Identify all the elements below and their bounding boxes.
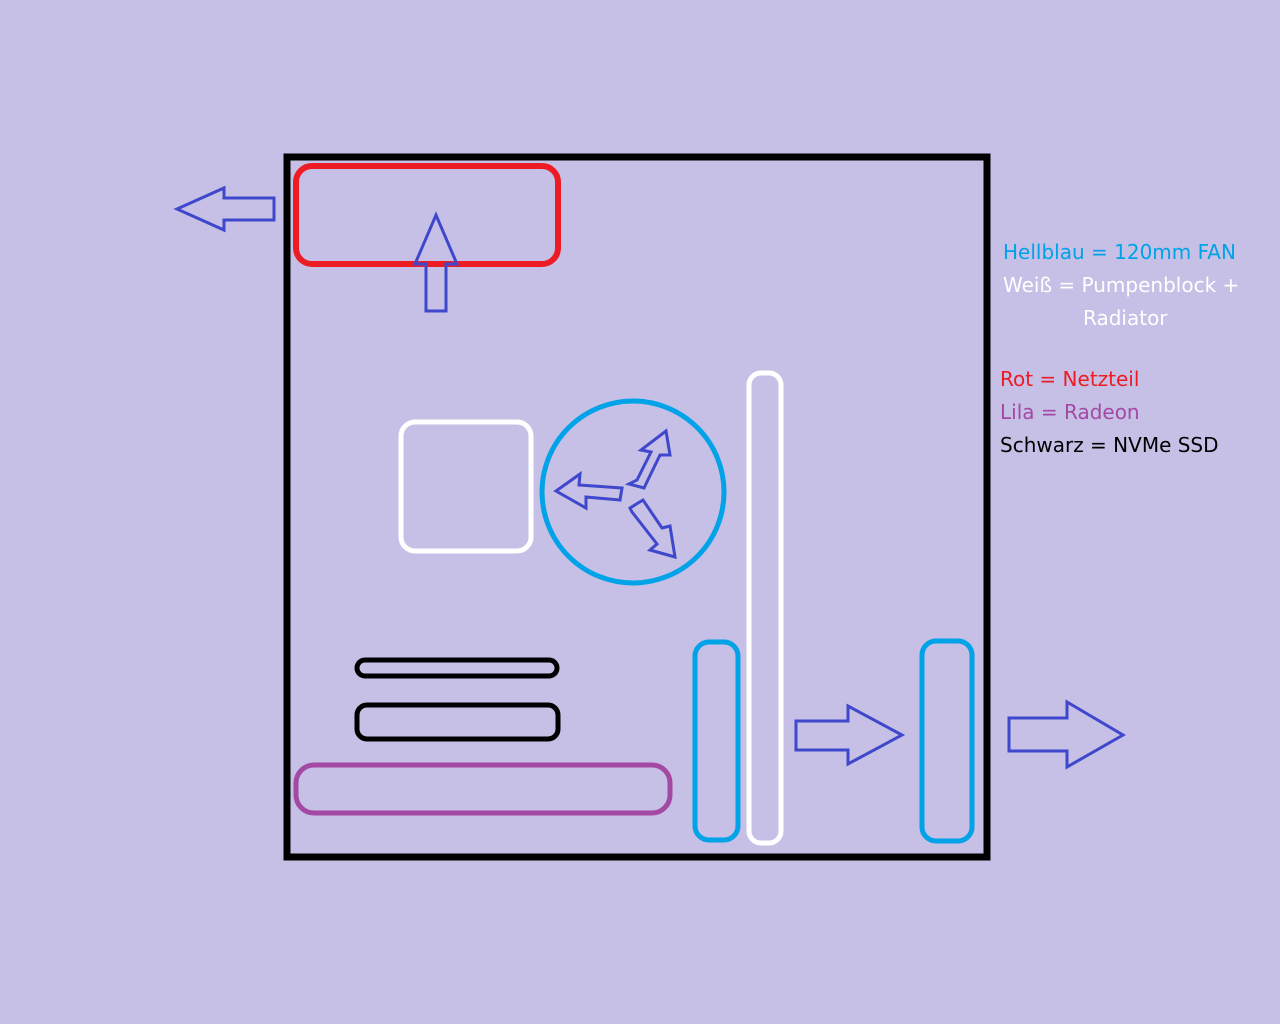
legend-fan: Hellblau = 120mm FAN bbox=[1003, 240, 1236, 264]
fan-airflow-arrows bbox=[553, 428, 677, 560]
nvme-ssd-1 bbox=[354, 657, 560, 679]
legend-pump-line1: Weiß = Pumpenblock + bbox=[1003, 273, 1240, 297]
legend-spacer bbox=[995, 335, 1265, 363]
gpu-radeon bbox=[293, 762, 673, 816]
arrow-up-right-icon bbox=[624, 428, 672, 490]
legend-pump-line2: Radiator bbox=[1083, 306, 1168, 330]
cpu-fan bbox=[539, 398, 727, 586]
pump-block bbox=[398, 419, 534, 554]
nvme-ssd-2 bbox=[354, 702, 561, 742]
arrow-right-icon bbox=[794, 703, 906, 767]
legend-nvme: Schwarz = NVMe SSD bbox=[1000, 433, 1219, 457]
legend: Hellblau = 120mm FAN Weiß = Pumpenblock … bbox=[995, 236, 1265, 462]
radiator bbox=[746, 370, 784, 846]
case-outline bbox=[283, 153, 991, 861]
legend-psu: Rot = Netzteil bbox=[1000, 367, 1140, 391]
arrow-right-icon bbox=[1007, 699, 1126, 770]
arrow-up-icon bbox=[412, 211, 460, 313]
front-fan-inner bbox=[692, 639, 741, 843]
rear-fan bbox=[919, 638, 975, 844]
arrow-left-icon bbox=[173, 185, 276, 233]
arrow-down-right-icon bbox=[628, 497, 677, 560]
arrow-left-icon bbox=[553, 470, 624, 511]
legend-gpu: Lila = Radeon bbox=[1000, 400, 1140, 424]
